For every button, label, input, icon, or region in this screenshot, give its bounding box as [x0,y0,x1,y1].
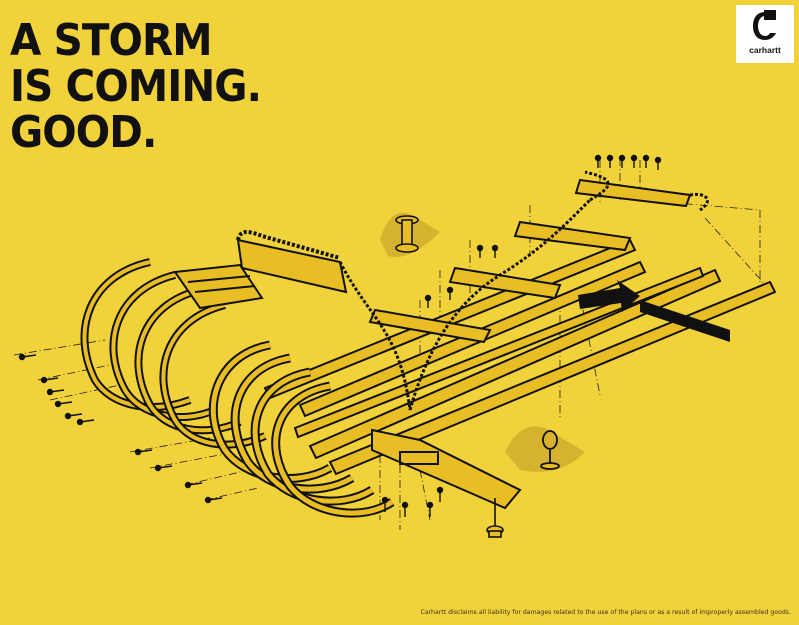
screw-icon [426,501,434,517]
screw-icon [184,481,203,489]
screw-icon [18,353,37,361]
floor-slats [263,238,777,476]
screw-icons [18,154,662,517]
screw-icon [76,418,95,426]
ladder-crossbars [368,178,692,344]
screw-icon [476,244,484,258]
headline-line: IS COMING. [10,61,262,112]
screw-icon [446,286,454,300]
screw-icon [401,501,409,517]
carhartt-c-logo-icon [753,10,776,40]
screw-icon [630,154,638,168]
headline: A STORM IS COMING. GOOD. [10,15,262,158]
screw-icon [154,464,173,472]
screw-icon [491,244,499,258]
carhartt-logo[interactable]: carhartt [736,5,794,63]
rear-seat-board [173,263,264,310]
screw-icon [134,448,153,456]
screw-icon [618,154,626,168]
screw-icon [46,388,65,396]
arrow-icon [578,280,730,342]
screw-icon [594,154,602,168]
eye-bolt-icon [540,430,560,470]
screw-icon [642,154,650,168]
screw-icon [64,412,83,420]
bolt-icon [486,498,504,538]
screw-icon [424,294,432,308]
headline-line: GOOD. [10,107,157,158]
front-runners [208,340,395,518]
screw-icon [606,154,614,168]
spool-icon [395,215,419,253]
screw-icon [40,376,59,384]
screw-icon [381,496,389,512]
legal-disclaimer: Carhartt disclaims all liability for dam… [420,609,792,616]
screw-icon [54,400,73,408]
front-cross-plate [371,428,522,510]
screw-icon [654,156,662,170]
rope [338,170,709,411]
screw-icon [436,486,444,502]
brand-name: carhartt [749,45,781,55]
headline-line: A STORM [10,15,213,66]
rear-runners [80,258,267,449]
rope-handle-board [236,230,348,294]
screw-icon [204,496,223,504]
